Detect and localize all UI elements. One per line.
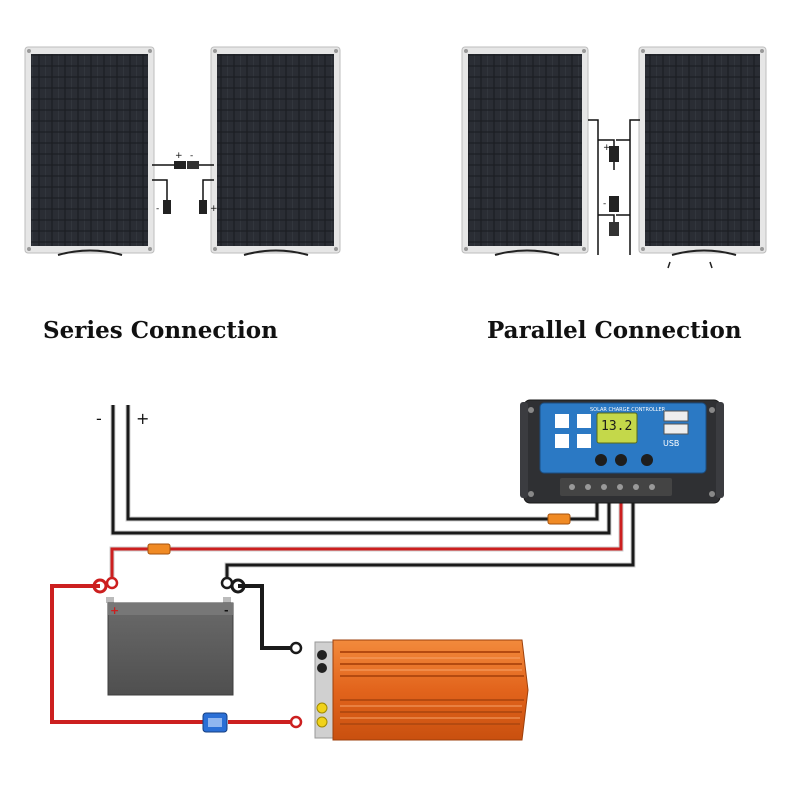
series-connection-caption: Series Connection — [43, 317, 278, 344]
up-button[interactable] — [615, 454, 627, 466]
parallel-minus-label: - — [603, 199, 606, 209]
controller-brand-label: SOLAR CHARGE CONTROLLER — [590, 407, 666, 413]
controller-display-value: 13.2 — [601, 419, 632, 434]
down-button[interactable] — [641, 454, 653, 466]
series-panel-left — [24, 46, 155, 256]
pv-plus-label: + — [136, 409, 149, 428]
battery: + - — [106, 597, 234, 696]
ring-terminals — [92, 576, 303, 729]
charge-controller: SOLAR CHARGE CONTROLLER 13.2 USB — [520, 399, 724, 504]
ring-terminal-icon — [92, 578, 108, 594]
usb-port-icon — [663, 410, 689, 422]
mc4-connector-icon — [174, 161, 186, 169]
series-plus-label: + — [175, 151, 183, 161]
series-minus-label: - — [190, 151, 193, 161]
series-panel-right — [210, 46, 341, 256]
pv-status-icon — [555, 414, 569, 428]
inverter-wires — [50, 584, 290, 733]
parallel-branch-connectors: + - — [588, 119, 640, 255]
parallel-panel-right — [638, 46, 767, 269]
lock-icon — [577, 434, 591, 448]
parallel-panel-left — [461, 46, 589, 256]
pv-fuse-icon — [547, 513, 571, 525]
battery-minus-label: - — [224, 604, 229, 617]
parallel-connection-caption: Parallel Connection — [487, 317, 742, 344]
controller-usb-label: USB — [663, 439, 679, 448]
battery-fuse-icon — [147, 543, 171, 555]
battery-plus-label: + — [110, 604, 119, 617]
series-plus-label-2: + — [210, 204, 218, 214]
series-mc4-connectors: + - - + — [152, 151, 218, 214]
mc4-branch-icon — [609, 146, 619, 162]
battery-status-icon — [555, 434, 569, 448]
gear-icon — [577, 414, 591, 428]
parallel-plus-label: + — [603, 143, 611, 153]
battery-wires — [109, 503, 636, 578]
inverter — [314, 639, 529, 741]
series-minus-label-2: - — [156, 204, 159, 214]
pv-minus-label: - — [96, 409, 102, 428]
menu-button[interactable] — [595, 454, 607, 466]
pv-input-wires: - + — [96, 405, 612, 536]
